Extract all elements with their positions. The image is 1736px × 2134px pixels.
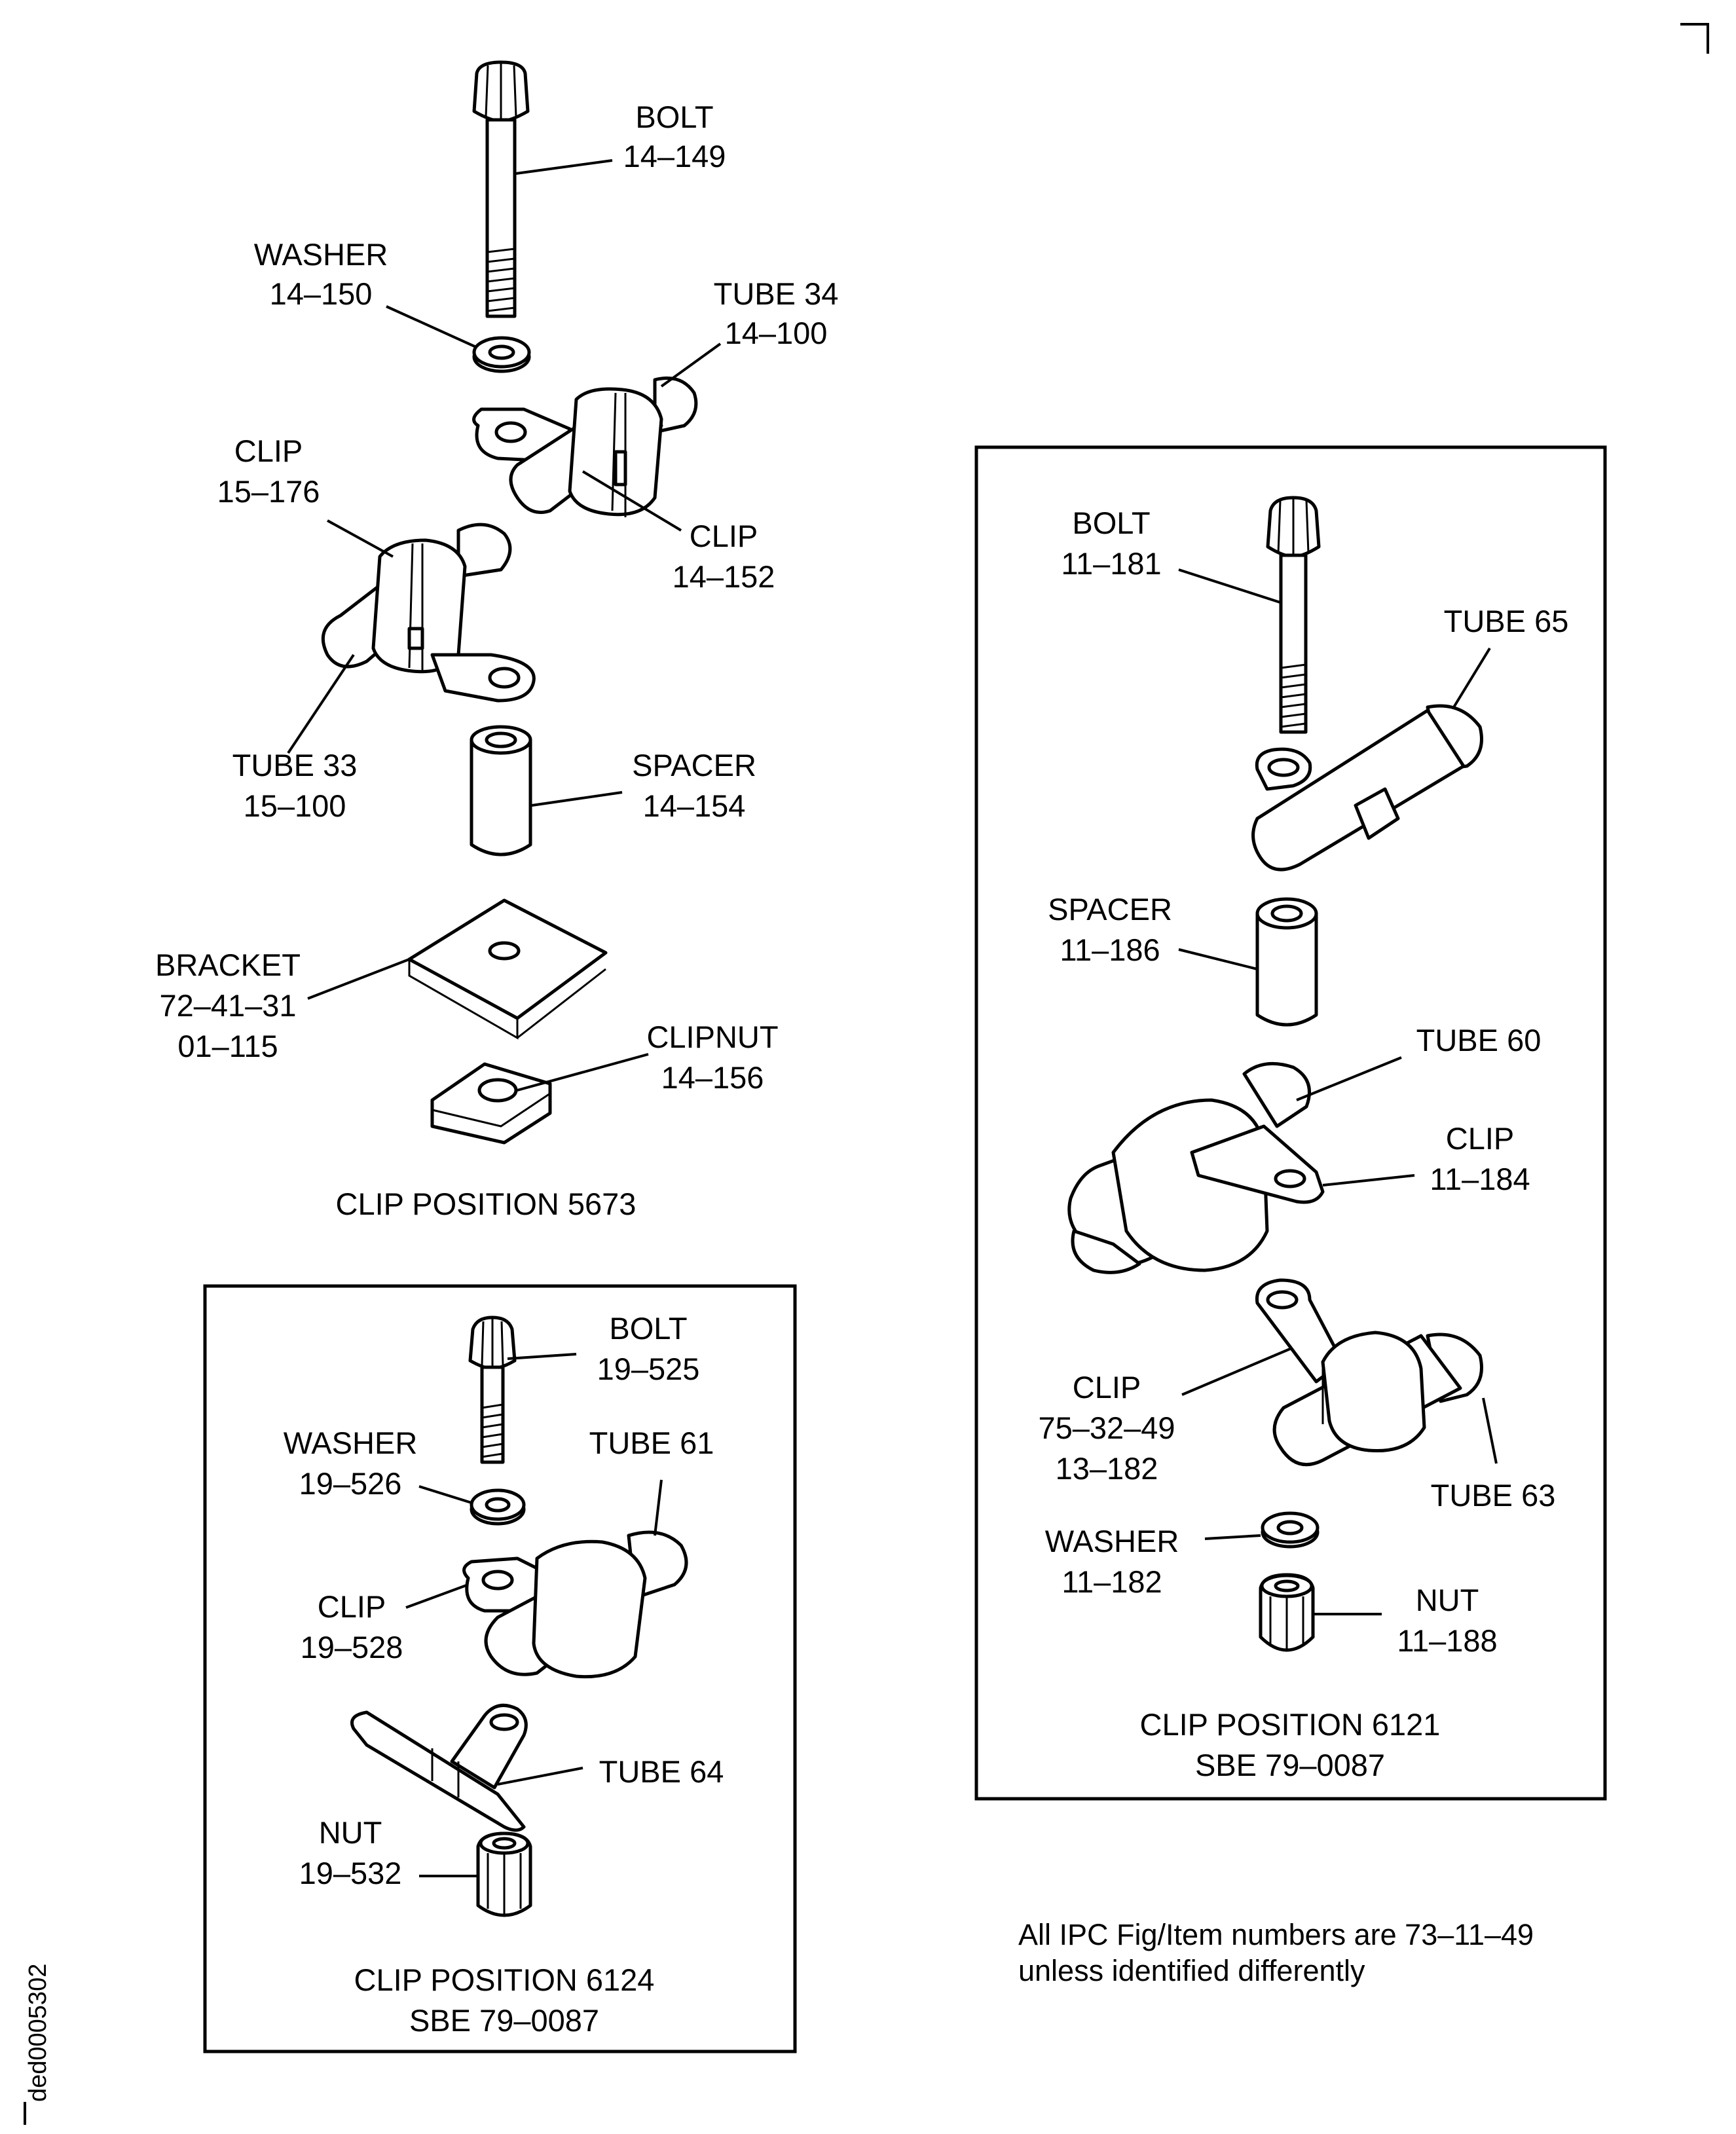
bolt-14-149-number: 14–149 [623,139,726,174]
ipc-note-line-1: All IPC Fig/Item numbers are 73–11–49 [1018,1918,1534,1951]
clip-position-6124-sbe: SBE 79–0087 [409,2003,599,2038]
bracket-name: BRACKET [155,947,301,982]
clip-13-182-assembly-drawing [1255,1278,1483,1467]
clip-19-528-name: CLIP [318,1589,386,1624]
washer-11-182-drawing [1261,1511,1320,1549]
washer-11-182-number: 11–182 [1062,1564,1162,1599]
clip-14-152-name: CLIP [690,519,758,553]
clip-11-184-assembly-drawing [1067,1061,1325,1274]
clip-19-528-assembly-drawing [462,1530,688,1679]
bolt-11-181-name: BOLT [1072,506,1150,540]
clip-13-182-name: CLIP [1073,1370,1141,1405]
nut-19-532-number: 19–532 [299,1856,402,1890]
clip-position-6124-frame [203,1284,797,2053]
nut-11-188-drawing [1259,1573,1315,1652]
clipnut-14-156-name: CLIPNUT [646,1020,778,1054]
clip-13-182-number-1: 75–32–49 [1038,1410,1175,1445]
clip-11-184-name: CLIP [1446,1121,1515,1156]
clip-position-6121-frame [974,445,1607,1801]
tube-34-number: 14–100 [725,316,828,350]
clip-position-6121-sbe: SBE 79–0087 [1195,1748,1385,1782]
drawing-id-group: ded0005302 [24,1964,52,2125]
bolt-19-525-number: 19–525 [597,1352,700,1386]
group-clip-position-5673: BOLT 14–149 WASHER 14–150 TUBE 34 14–100… [155,60,839,1221]
bolt-11-181-drawing [1266,496,1321,734]
tube-33-number: 15–100 [244,788,346,823]
bolt-14-149-name: BOLT [635,100,713,134]
bolt-11-181-number: 11–181 [1061,546,1161,581]
corner-mark [1680,23,1709,54]
washer-14-150-number: 14–150 [270,276,373,311]
group-clip-position-6121: BOLT 11–181 TUBE 65 SPACER 11–186 TUBE 6… [974,445,1607,1801]
tube-64-clip-drawing [350,1703,528,1832]
clip-19-528-number: 19–528 [301,1630,403,1665]
tube-64-name: TUBE 64 [599,1754,724,1789]
tube-34-name: TUBE 34 [714,276,839,311]
bolt-14-149-drawing [472,60,530,318]
tube-65-name: TUBE 65 [1444,604,1569,638]
clip-14-152-number: 14–152 [673,559,775,594]
nut-11-188-number: 11–188 [1397,1623,1497,1658]
washer-14-150-drawing [472,336,531,373]
washer-11-182-name: WASHER [1045,1524,1179,1558]
washer-14-150-name: WASHER [254,237,388,272]
tube-65-clip-drawing [1251,704,1483,872]
bracket-number-1: 72–41–31 [159,988,296,1023]
nut-11-188-name: NUT [1416,1583,1479,1617]
spacer-11-186-name: SPACER [1048,892,1172,927]
spacer-14-154-number: 14–154 [643,788,746,823]
clip-position-6121-title: CLIP POSITION 6121 [1140,1707,1441,1742]
group-clip-position-6124: BOLT 19–525 WASHER 19–526 TUBE 61 CLIP 1… [203,1284,797,2053]
spacer-11-186-number: 11–186 [1060,932,1160,967]
clip-position-6124-title: CLIP POSITION 6124 [354,1962,655,1997]
clip-15-176-assembly-drawing [321,523,536,703]
washer-19-526-drawing [470,1488,526,1526]
washer-19-526-name: WASHER [284,1426,418,1460]
clip-15-176-name: CLIP [234,433,303,468]
tube-33-name: TUBE 33 [232,748,358,782]
nut-19-532-name: NUT [319,1815,382,1850]
tube-60-name: TUBE 60 [1416,1023,1542,1058]
clipnut-14-156-number: 14–156 [661,1060,764,1095]
clip-13-182-number-2: 13–182 [1056,1451,1158,1486]
bracket-number-2: 01–115 [177,1029,278,1063]
drawing-id: ded0005302 [24,1964,52,2102]
clip-14-152-assembly-drawing [472,377,698,517]
nut-19-532-drawing [476,1831,532,1917]
ipc-note-line-2: unless identified differently [1018,1954,1365,1987]
spacer-14-154-drawing [470,725,532,856]
tube-61-name: TUBE 61 [589,1426,714,1460]
clip-15-176-number: 15–176 [217,474,320,509]
clip-position-5673-title: CLIP POSITION 5673 [336,1187,637,1221]
washer-19-526-number: 19–526 [299,1466,402,1501]
bracket-drawing [407,898,608,1040]
spacer-11-186-drawing [1255,897,1318,1027]
bolt-19-525-name: BOLT [609,1311,687,1346]
clip-11-184-number: 11–184 [1430,1162,1530,1196]
bolt-19-525-drawing [468,1315,517,1464]
tube-63-name: TUBE 63 [1431,1478,1556,1513]
clipnut-14-156-drawing [430,1062,552,1145]
spacer-14-154-name: SPACER [632,748,756,782]
